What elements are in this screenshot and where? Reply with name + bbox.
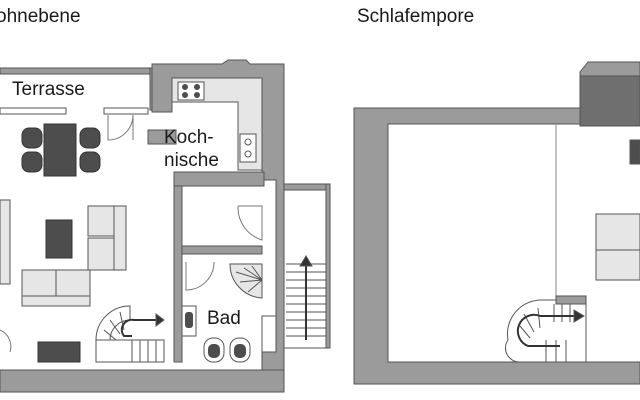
- armchair: [87, 205, 127, 271]
- room-label-kitchen-1: Koch-: [164, 127, 214, 148]
- side-cabinet: [0, 199, 11, 285]
- straight-staircase: [283, 183, 331, 349]
- door-swing: [0, 329, 12, 353]
- floor-title-right: Schlafempore: [357, 6, 474, 27]
- stove-icon: [177, 81, 205, 101]
- kitchen-counter: [171, 77, 263, 171]
- terrace-top-wall: [0, 67, 151, 75]
- dining-table: [21, 123, 101, 177]
- spiral-staircase-right: [505, 295, 587, 363]
- terrace-windows: [0, 107, 149, 115]
- toilet-icon: [203, 337, 225, 363]
- floor-title-left: ohnebene: [0, 6, 81, 27]
- bed: [595, 213, 640, 281]
- chair-icon: [21, 151, 43, 173]
- right-floor-walls: [353, 61, 640, 385]
- room-label-terrace: Terrasse: [12, 79, 85, 100]
- bottom-wall: [0, 369, 285, 393]
- bath-left-wall: [173, 185, 183, 363]
- sofa: [21, 269, 91, 307]
- shower: [261, 315, 277, 353]
- room-label-bath: Bad: [207, 308, 241, 329]
- corner-stair: [229, 263, 263, 299]
- coffee-table: [45, 219, 73, 259]
- door-swing-2: [237, 205, 263, 241]
- chair-icon: [79, 151, 101, 173]
- bath-door-swing: [185, 261, 215, 291]
- chair-icon: [79, 127, 101, 149]
- up-arrow-icon: [299, 255, 313, 267]
- partition-kitchen-bath: [173, 171, 265, 187]
- terrace-door-swing: [107, 114, 134, 141]
- partition-kitchen: [147, 129, 177, 145]
- bath-top-wall: [181, 245, 263, 255]
- spiral-staircase-left: [95, 305, 165, 363]
- sink-icon: [239, 133, 257, 163]
- tv-bench: [37, 341, 81, 363]
- room-label-kitchen-2: nische: [164, 150, 219, 171]
- left-floor-walls: [0, 59, 285, 393]
- bidet-icon: [229, 337, 251, 363]
- chair-icon: [21, 127, 43, 149]
